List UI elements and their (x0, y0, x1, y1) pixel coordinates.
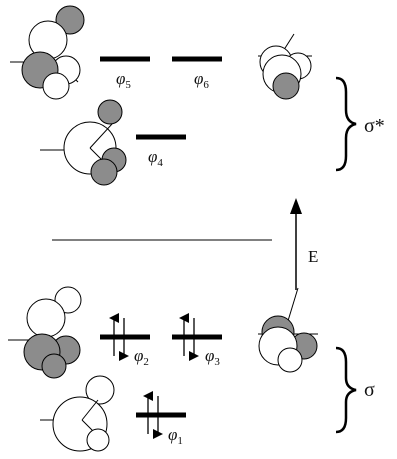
sigma-label: σ (364, 379, 375, 401)
energy-axis-label: E (308, 247, 318, 266)
sigma-star-label: σ* (364, 115, 385, 137)
energy-level-phi6: φ6 (172, 56, 222, 91)
level-label-phi6: φ6 (194, 69, 209, 91)
energy-level-phi3: φ3 (172, 313, 222, 368)
level-label-phi4: φ4 (148, 147, 163, 169)
orbital-lobe-shaded (41, 353, 67, 379)
orbital-lobe-empty (85, 375, 115, 405)
curly-brace (335, 76, 357, 172)
sigma-star-group: σ* (335, 76, 385, 172)
energy-axis: E (290, 198, 318, 290)
orbital-lobe-empty (26, 298, 66, 338)
orbital-picture-phi3 (258, 287, 318, 373)
energy-level-phi1: φ1 (136, 391, 186, 447)
orbital-picture-phi5 (10, 5, 85, 100)
energy-level-phi4: φ4 (136, 134, 186, 169)
orbital-picture-phi1 (40, 375, 115, 452)
energy-axis-arrowhead (290, 198, 302, 214)
bond-line (81, 399, 99, 421)
energy-level-phi2: φ2 (100, 313, 150, 368)
orbital-lobe-shaded (90, 158, 118, 186)
level-label-phi1: φ1 (168, 425, 183, 447)
curly-brace (335, 346, 357, 434)
orbital-picture-phi2 (8, 286, 82, 379)
orbital-lobe-empty (277, 347, 303, 373)
level-label-phi2: φ2 (134, 346, 149, 368)
orbital-lobe-empty (86, 428, 110, 452)
level-label-phi5: φ5 (116, 69, 131, 91)
orbital-lobe-shaded (97, 99, 123, 125)
orbital-lobe-shaded (55, 5, 85, 35)
orbital-picture-phi6 (258, 33, 312, 100)
sigma-group: σ (335, 346, 375, 434)
orbital-lobe-empty (42, 72, 70, 100)
level-label-phi3: φ3 (205, 346, 220, 368)
bond-line (89, 123, 113, 149)
orbital-picture-phi4 (40, 99, 127, 186)
orbital-lobe-shaded (272, 72, 300, 100)
energy-level-phi5: φ5 (100, 56, 150, 91)
